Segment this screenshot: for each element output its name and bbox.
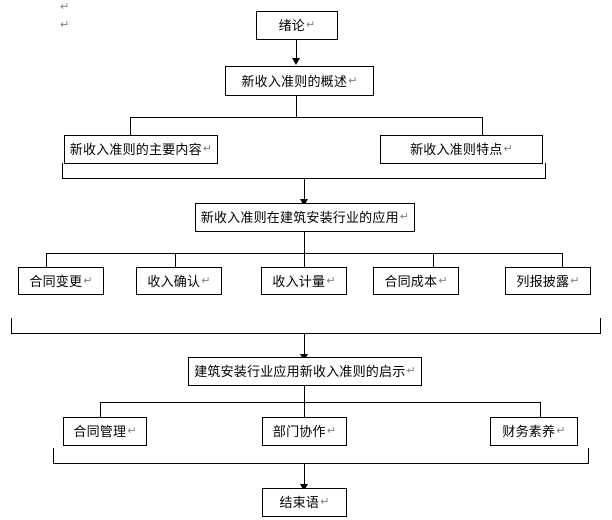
connector-bus-to-revenue-measurement — [304, 253, 305, 268]
arrowhead-overview — [292, 58, 300, 65]
connector-collector-to-enlightenment — [304, 333, 305, 357]
paragraph-mark-icon: ↵ — [305, 19, 316, 31]
connector-application-down — [304, 231, 305, 253]
node-revenue-recognition[interactable]: 收入确认↵ — [136, 267, 222, 295]
node-contract-management-label: 合同管理 — [73, 424, 127, 439]
node-intro-label: 绪论 — [278, 18, 305, 33]
collector-left-level7 — [53, 448, 54, 464]
arrowhead-conclusion — [300, 484, 308, 491]
node-department-collaboration-label: 部门协作 — [272, 424, 326, 439]
node-features[interactable]: 新收入准则特点↵ — [380, 135, 543, 164]
node-revenue-measurement-label: 收入计量 — [272, 273, 326, 289]
node-department-collaboration[interactable]: 部门协作↵ — [262, 417, 347, 446]
node-intro[interactable]: 绪论↵ — [256, 11, 338, 40]
node-contract-cost-label: 合同成本 — [384, 273, 438, 289]
node-presentation-disclosure-label: 列报披露 — [516, 273, 570, 289]
collector-right-level3 — [545, 163, 546, 179]
collector-left-level3 — [62, 163, 63, 179]
collector-right-level5 — [600, 318, 601, 334]
node-revenue-measurement[interactable]: 收入计量↵ — [261, 267, 347, 295]
bus-level7 — [100, 402, 541, 403]
paragraph-mark-icon: ↵ — [438, 274, 448, 287]
node-conclusion[interactable]: 结束语↵ — [262, 488, 347, 517]
paragraph-mark-second-icon: ↵ — [60, 19, 70, 31]
paragraph-mark-icon: ↵ — [348, 74, 358, 87]
node-application[interactable]: 新收入准则在建筑安装行业的应用↵ — [195, 203, 415, 232]
connector-bus-to-department-collaboration — [304, 402, 305, 417]
paragraph-mark-icon: ↵ — [406, 365, 416, 377]
collector-left-level5 — [11, 318, 12, 334]
paragraph-mark-icon: ↵ — [83, 274, 93, 287]
node-application-label: 新收入准则在建筑安装行业的应用 — [200, 210, 399, 225]
connector-bus-to-presentation-disclosure — [562, 253, 563, 268]
paragraph-mark-icon: ↵ — [326, 274, 336, 287]
node-contract-change[interactable]: 合同变更↵ — [18, 267, 104, 295]
paragraph-mark-icon: ↵ — [320, 496, 330, 508]
node-revenue-recognition-label: 收入确认 — [147, 273, 201, 289]
connector-bus-to-features — [482, 117, 483, 135]
node-enlightenment[interactable]: 建筑安装行业应用新收入准则的启示↵ — [188, 357, 422, 386]
node-overview[interactable]: 新收入准则的概述↵ — [225, 66, 374, 96]
node-financial-literacy[interactable]: 财务素养↵ — [490, 417, 578, 446]
bus-level3 — [130, 117, 482, 118]
node-features-label: 新收入准则特点 — [410, 142, 503, 157]
collector-bus-level7 — [53, 463, 589, 464]
node-contract-management[interactable]: 合同管理↵ — [63, 417, 147, 446]
connector-bus-to-contract-change — [46, 253, 47, 268]
connector-bus-to-main-content — [130, 117, 131, 135]
paragraph-mark-top-icon: ↵ — [60, 1, 70, 13]
connector-bus-to-financial-literacy — [540, 402, 541, 417]
connector-intro-to-overview — [296, 39, 297, 60]
paragraph-mark-icon: ↵ — [127, 425, 137, 437]
connector-bus-to-revenue-recognition — [175, 253, 176, 268]
node-enlightenment-label: 建筑安装行业应用新收入准则的启示 — [194, 364, 406, 379]
connector-overview-down — [296, 95, 297, 117]
connector-bus-to-contract-management — [100, 402, 101, 417]
paragraph-mark-icon: ↵ — [503, 143, 513, 155]
connector-enlightenment-down — [304, 386, 305, 402]
node-financial-literacy-label: 财务素养 — [502, 424, 556, 439]
node-contract-change-label: 合同变更 — [29, 273, 83, 289]
paragraph-mark-icon: ↵ — [570, 274, 580, 287]
arrowhead-application — [300, 199, 308, 206]
connector-collector-to-application — [304, 178, 305, 202]
collector-bus-level5 — [11, 333, 601, 334]
paragraph-mark-icon: ↵ — [202, 143, 213, 155]
node-conclusion-label: 结束语 — [279, 495, 320, 510]
collector-right-level7 — [588, 448, 589, 464]
paragraph-mark-icon: ↵ — [399, 211, 410, 223]
node-contract-cost[interactable]: 合同成本↵ — [373, 267, 459, 295]
connector-bus-to-contract-cost — [433, 253, 434, 268]
node-main-content[interactable]: 新收入准则的主要内容↵ — [64, 135, 218, 164]
node-presentation-disclosure[interactable]: 列报披露↵ — [505, 267, 591, 295]
paragraph-mark-icon: ↵ — [201, 274, 211, 287]
connector-collector-to-conclusion — [304, 463, 305, 487]
node-main-content-label: 新收入准则的主要内容 — [69, 142, 202, 157]
paragraph-mark-icon: ↵ — [556, 425, 566, 437]
paragraph-mark-icon: ↵ — [326, 425, 337, 437]
node-overview-label: 新收入准则的概述 — [241, 73, 348, 89]
